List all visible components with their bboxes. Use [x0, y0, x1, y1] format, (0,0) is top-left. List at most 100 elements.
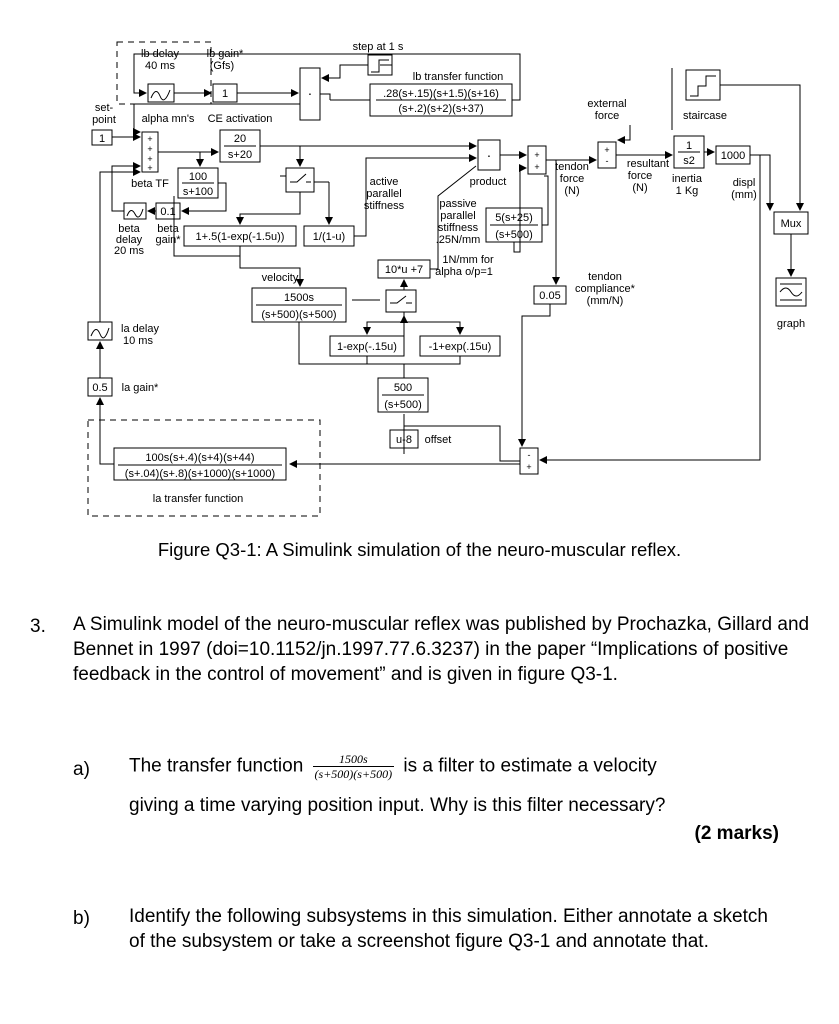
graph-label: graph — [777, 318, 805, 330]
inertia-label: inertia — [672, 173, 703, 185]
resultant-label-3: (N) — [632, 182, 647, 194]
beta-delay-label-3: 20 ms — [114, 245, 144, 257]
la-gain-value: 0.5 — [92, 382, 107, 394]
passive-label: passive — [439, 198, 476, 210]
mux-label: Mux — [781, 218, 802, 230]
alpha-mns-label: alpha mn's — [142, 113, 195, 125]
fraction-numerator: 1500s — [312, 752, 395, 767]
part-b-label: b) — [73, 908, 90, 929]
beta-tf-den: s+100 — [183, 186, 213, 198]
velocity-num: 1500s — [284, 292, 314, 304]
external-force-label: external — [587, 98, 626, 110]
la-delay-label: la delay — [121, 323, 159, 335]
exp-2-label: -1+exp(.15u) — [429, 341, 492, 353]
tendon-compliance-value: 0.05 — [539, 290, 560, 302]
beta-delay-label: beta — [118, 223, 140, 235]
offset-label: offset — [425, 434, 452, 446]
passive-label-2: parallel — [440, 210, 475, 222]
beta-gain-label-2: gain* — [155, 234, 181, 246]
la-tf-label: la transfer function — [153, 493, 244, 505]
la-subsystem-boundary — [87, 419, 321, 517]
set-point-label: set- — [95, 102, 114, 114]
ce-activation-num: 20 — [234, 133, 246, 145]
product-label: product — [470, 176, 507, 188]
graph-icon — [779, 283, 803, 301]
lb-delay-block[interactable] — [147, 83, 175, 103]
gain-1000-value: 1000 — [721, 150, 745, 162]
resultant-label: resultant — [627, 158, 669, 170]
lb-tf-denominator: (s+.2)(s+2)(s+37) — [398, 103, 483, 115]
lb-sum-glyph: · — [308, 85, 313, 101]
part-a-marks: (2 marks) — [694, 823, 780, 844]
displ-label: displ — [733, 177, 756, 189]
question-number: 3. — [30, 616, 46, 637]
la-delay-icon — [90, 327, 110, 339]
passive-label-3: stiffness — [438, 222, 479, 234]
signal-lines — [96, 53, 804, 468]
beta-gain-value: 0.1 — [160, 206, 175, 218]
part-a-line-1: The transfer function 1500s (s+500)(s+50… — [129, 752, 819, 781]
feedback-sum-signs: - — [528, 450, 531, 460]
active-parallel-label: active — [370, 176, 399, 188]
velocity-fraction: 1500s (s+500)(s+500) — [312, 752, 395, 781]
lb-delay-icon — [150, 89, 171, 101]
part-b-text: Identify the following subsystems in thi… — [129, 906, 768, 952]
beta-tf-num: 100 — [189, 171, 207, 183]
alpha-sum-signs: + — [147, 134, 152, 144]
fraction-denominator: (s+500)(s+500) — [314, 767, 393, 781]
inertia-label-2: 1 Kg — [676, 185, 699, 197]
alpha-sum-sign-4: + — [147, 163, 152, 173]
part-a-text-2: is a filter to estimate a velocity — [403, 755, 657, 777]
lb-tf-numerator: .28(s+.15)(s+1.5)(s+16) — [383, 88, 499, 100]
tendon-force-label-3: (N) — [564, 185, 579, 197]
question-text: A Simulink model of the neuro-muscular r… — [73, 614, 810, 685]
step-icon — [371, 59, 389, 73]
inertia-den: s2 — [683, 155, 695, 167]
la-tf-den: (s+.04)(s+.8)(s+1000)(s+1000) — [125, 468, 275, 480]
tendon-sum-signs: + — [534, 150, 539, 160]
la-tf-block[interactable] — [113, 447, 287, 481]
passive-den: (s+500) — [495, 229, 533, 241]
d-den: (s+500) — [384, 399, 422, 411]
velocity-den: (s+500)(s+500) — [261, 309, 336, 321]
resultant-sum-signs: + — [604, 145, 609, 155]
resultant-sum-sign-2: - — [606, 156, 609, 166]
alpha-sum-sign-3: + — [147, 154, 152, 164]
lb-delay-ms-label: 40 ms — [145, 60, 175, 72]
lb-tf-title: lb transfer function — [413, 71, 504, 83]
beta-delay-label-2: delay — [116, 234, 143, 246]
tendon-compliance-label-2: compliance* — [575, 283, 636, 295]
part-a-text-1: The transfer function — [129, 755, 304, 777]
tendon-compliance-label-3: (mm/N) — [587, 295, 624, 307]
product-glyph: · — [487, 147, 492, 163]
figure-caption: Figure Q3-1: A Simulink simulation of th… — [157, 539, 682, 560]
beta-tf-label: beta TF — [131, 178, 169, 190]
nmm-label: 1N/mm for — [442, 254, 494, 266]
displ-label-2: (mm) — [731, 189, 757, 201]
set-point-value: 1 — [99, 133, 105, 145]
simulink-diagram: lb delay 40 ms lb gain* (Gfs) 1 step at … — [87, 41, 809, 517]
tendon-force-label: tendon — [555, 161, 589, 173]
lb-gain-value: 1 — [222, 88, 228, 100]
step-label: step at 1 s — [353, 41, 404, 53]
la-gain-label: la gain* — [122, 382, 159, 394]
fcn-1-label: 1+.5(1-exp(-1.5u)) — [196, 231, 285, 243]
fcn-10u-label: 10*u +7 — [385, 264, 423, 276]
velocity-label: velocity — [262, 272, 299, 284]
la-delay-label-2: 10 ms — [123, 335, 153, 347]
inertia-num: 1 — [686, 140, 692, 152]
tendon-force-label-2: force — [560, 173, 584, 185]
ce-activation-den: s+20 — [228, 149, 252, 161]
switch-2-icon — [390, 295, 412, 304]
lb-gain-gfs-label: (Gfs) — [210, 60, 234, 72]
alpha-sum-sign-2: + — [147, 144, 152, 154]
switch-2-block[interactable] — [385, 289, 417, 313]
la-tf-num: 100s(s+.4)(s+4)(s+44) — [145, 452, 254, 464]
nmm-label-2: alpha o/p=1 — [435, 266, 493, 278]
staircase-block[interactable] — [685, 69, 721, 101]
active-parallel-label-3: stiffness — [364, 200, 405, 212]
exp-1-label: 1-exp(-.15u) — [337, 341, 397, 353]
d-num: 500 — [394, 382, 412, 394]
staircase-label: staircase — [683, 110, 727, 122]
set-point-label-2: point — [92, 114, 116, 126]
